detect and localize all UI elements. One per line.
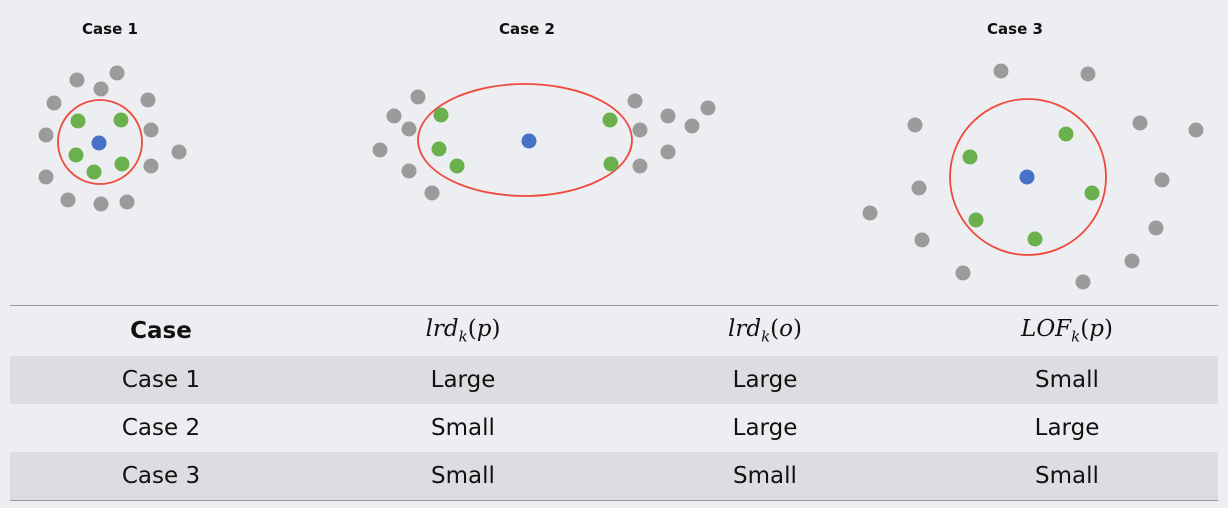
data-point [632,158,648,174]
k-neighbor-point [114,156,130,172]
data-point [700,100,716,116]
case-3-label: Case 3 [987,20,1043,38]
k-neighbor-points [431,107,619,174]
query-point [91,135,107,151]
k-neighbor-point [602,112,618,128]
table-cell: Small [431,463,495,489]
data-point [143,158,159,174]
k-neighbor-point [431,141,447,157]
data-point [38,127,54,143]
k-neighbor-point [603,156,619,172]
k-neighbor-point [86,164,102,180]
data-point [171,144,187,160]
data-point [1124,253,1140,269]
header-lof-p: LOFk(p) [916,306,1218,357]
formula-lrd-o: lrdk(o) [728,316,802,346]
data-point [914,232,930,248]
data-point [372,142,388,158]
data-point [410,89,426,105]
header-lrd-o: lrdk(o) [614,306,916,357]
gray-points [38,65,187,212]
gray-points [862,63,1204,290]
data-point [627,93,643,109]
k-neighbor-point [433,107,449,123]
data-point [993,63,1009,79]
k-neighbor-point [1058,126,1074,142]
data-point [1080,66,1096,82]
table-cell: Large [1034,415,1100,441]
data-point [140,92,156,108]
case-1-diagram [38,65,187,212]
table-row: Case 1 Large Large Small [10,356,1218,404]
query-point [521,133,537,149]
data-point [69,72,85,88]
k-neighbor-point [68,147,84,163]
data-point [632,122,648,138]
data-point [1148,220,1164,236]
table-row: Case 2 Small Large Large [10,404,1218,452]
data-point [401,163,417,179]
k-neighbor-point [113,112,129,128]
table-cell: Small [733,463,797,489]
neighborhood-ellipse [417,83,633,197]
table-cell: Case 2 [121,415,201,441]
k-neighbor-point [449,158,465,174]
data-point [1075,274,1091,290]
case-3-diagram [862,63,1204,290]
formula-lof-p: LOFk(p) [1021,316,1113,346]
table-cell: Large [430,367,496,393]
data-point [1188,122,1204,138]
data-point [911,180,927,196]
lof-comparison-table: Case lrdk(p) lrdk(o) LOFk(p) Case 1 Larg… [10,305,1218,501]
data-point [401,121,417,137]
data-point [109,65,125,81]
neighborhood-circle [949,98,1107,256]
case-2-diagram [372,83,716,201]
k-neighbor-point [962,149,978,165]
case-1-label: Case 1 [82,20,138,38]
k-neighbor-points [962,126,1100,247]
data-point [93,81,109,97]
gray-points [372,89,716,201]
data-point [907,117,923,133]
table-cell: Small [1035,463,1099,489]
data-point [862,205,878,221]
table-cell: Large [732,415,798,441]
k-neighbor-point [1027,231,1043,247]
data-point [1132,115,1148,131]
data-point [1154,172,1170,188]
table-cell: Small [431,415,495,441]
header-case: Case [130,318,192,344]
data-point [424,185,440,201]
table-cell: Large [732,367,798,393]
table-cell: Case 1 [121,367,201,393]
data-point [660,108,676,124]
data-point [955,265,971,281]
table-header-row: Case lrdk(p) lrdk(o) LOFk(p) [10,305,1218,357]
data-point [93,196,109,212]
k-neighbor-points [68,112,130,180]
k-neighbor-point [70,113,86,129]
data-point [660,144,676,160]
table-cell: Case 3 [121,463,201,489]
k-neighbor-point [968,212,984,228]
lof-cases-diagram [38,63,1204,290]
case-2-label: Case 2 [499,20,555,38]
data-point [143,122,159,138]
header-lrd-p: lrdk(p) [312,306,614,357]
data-point [38,169,54,185]
query-point [1019,169,1035,185]
data-point [386,108,402,124]
table-cell: Small [1035,367,1099,393]
data-point [46,95,62,111]
data-point [60,192,76,208]
data-point [119,194,135,210]
formula-lrd-p: lrdk(p) [425,316,501,346]
data-point [684,118,700,134]
table-row: Case 3 Small Small Small [10,452,1218,501]
neighborhood-circle [57,99,143,185]
k-neighbor-point [1084,185,1100,201]
